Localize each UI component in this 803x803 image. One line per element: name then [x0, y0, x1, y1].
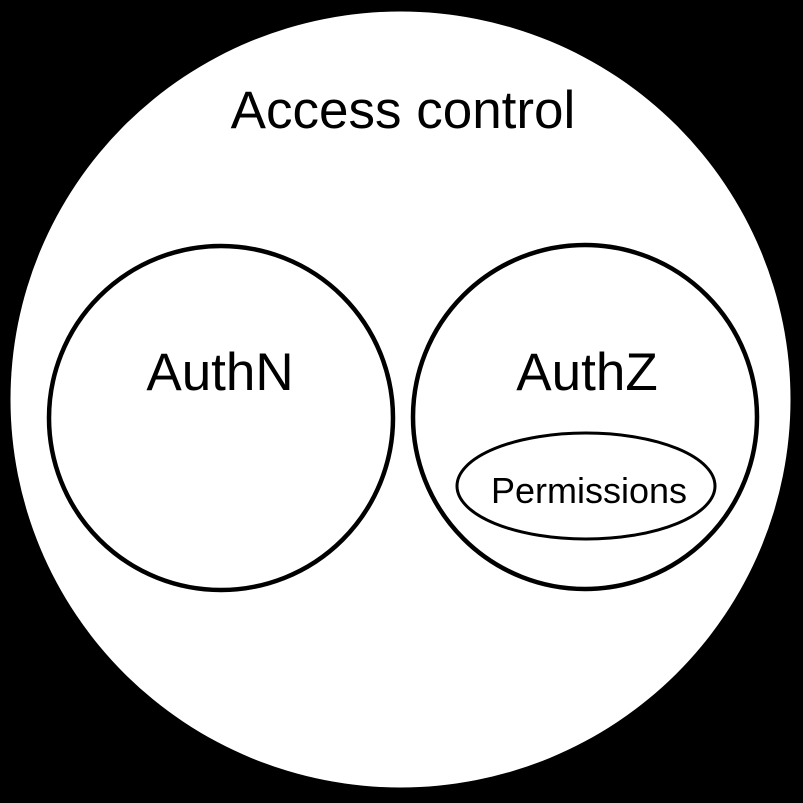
authn-label: AuthN — [146, 343, 293, 402]
permissions-ellipse — [455, 431, 717, 541]
access-control-ellipse — [10, 11, 791, 788]
access-control-label: Access control — [231, 81, 576, 140]
permissions-label: Permissions — [491, 470, 687, 511]
authz-label: AuthZ — [516, 343, 657, 402]
authn-circle — [46, 243, 396, 593]
